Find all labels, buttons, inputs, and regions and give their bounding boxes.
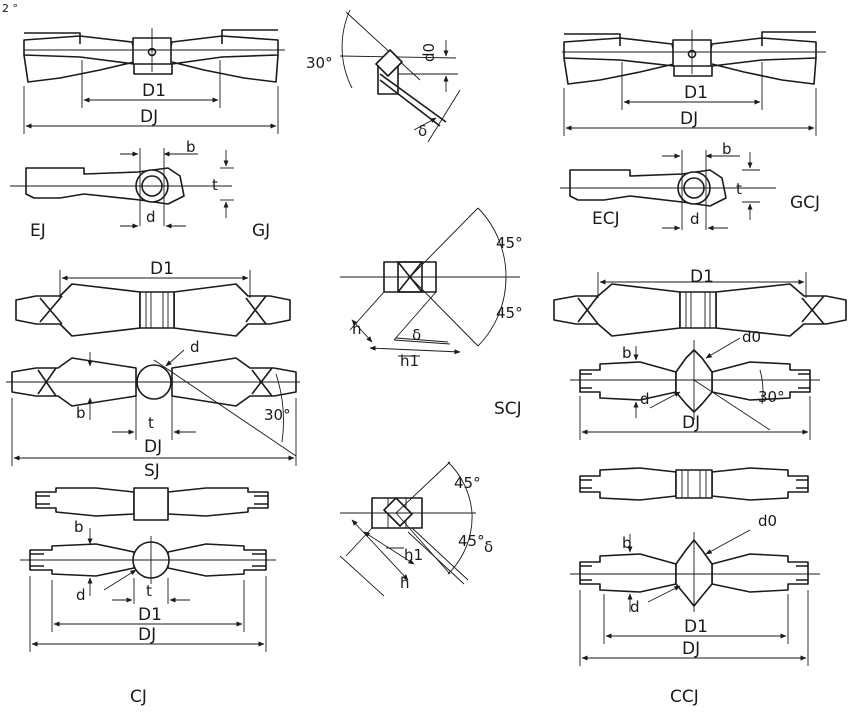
gj-label: GJ [252, 221, 270, 241]
ecj-gcj-dj-label: DJ [680, 109, 698, 129]
cs1-h-label: h [352, 320, 362, 338]
cj-d-label: d [76, 586, 86, 604]
ccj-b-label: b [622, 534, 632, 552]
ej-gj-t-label: t [212, 176, 218, 194]
sj-top-view [15, 270, 291, 337]
sj-dj-label: DJ [144, 437, 162, 457]
ej-label: EJ [30, 221, 46, 241]
ej-gj-d1-label: D1 [142, 81, 166, 101]
ecj-gcj-b-label: b [722, 140, 732, 158]
cs2-angle-top: 45° [454, 474, 481, 492]
gcj-label: GCJ [790, 193, 820, 213]
angle-detail-delta-label: δ [418, 122, 427, 140]
ecj-gcj-t-label: t [736, 180, 742, 198]
cj-t-label: t [146, 582, 152, 600]
cs1-angle-top: 45° [496, 234, 523, 252]
sj-d1-label: D1 [150, 259, 174, 279]
ej-gj-b-label: b [186, 138, 196, 156]
ej-gj-top-view [23, 28, 285, 134]
cs1-delta-label: δ [412, 326, 421, 344]
scj-angle-label: 30° [758, 388, 785, 406]
scj-top-view [553, 272, 847, 337]
page-mark: 2 ° [2, 2, 18, 15]
scj-d0-label: d0 [742, 328, 761, 346]
cross-section-2 [339, 461, 476, 597]
ccj-d0-label: d0 [758, 512, 777, 530]
sj-bottom-view [6, 349, 300, 466]
cross-section-1 [340, 207, 520, 357]
ccj-label: CCJ [670, 687, 699, 707]
cs2-h1-label: h1 [404, 546, 423, 564]
ccj-d-label: d [630, 598, 640, 616]
cj-label: CJ [130, 687, 147, 707]
sj-t-label: t [148, 414, 154, 432]
ecj-gcj-top-view [562, 30, 826, 136]
cj-top-view [35, 487, 269, 521]
sj-d-label: d [190, 338, 200, 356]
ej-gj-d-label: d [146, 208, 156, 226]
ecj-gcj-d-label: d [690, 210, 700, 228]
cj-bottom-view [20, 528, 276, 652]
sj-label: SJ [144, 461, 160, 481]
ecj-label: ECJ [592, 209, 620, 229]
scj-b-label: b [622, 344, 632, 362]
scj-bottom-view [570, 337, 820, 440]
cs1-angle-bottom: 45° [496, 304, 523, 322]
cs2-delta-label: δ [484, 538, 493, 556]
sj-angle-label: 30° [264, 406, 291, 424]
ej-gj-dj-label: DJ [140, 107, 158, 127]
ccj-bottom-view [570, 529, 820, 666]
ej-gj-bottom-view [10, 148, 234, 229]
sj-b-label: b [76, 404, 86, 422]
scj-d-label: d [640, 390, 650, 408]
scj-d1-label: D1 [690, 267, 714, 287]
ccj-top-view [579, 467, 809, 501]
ccj-d1-label: D1 [684, 617, 708, 637]
angle-detail-angle-label: 30° [306, 54, 333, 72]
cj-d1-label: D1 [138, 605, 162, 625]
ecj-gcj-bottom-view [560, 150, 776, 231]
cs1-h1-label: h1 [400, 352, 419, 370]
cs2-h-label: h [400, 574, 410, 592]
cj-dj-label: DJ [138, 625, 156, 645]
scj-dj-label: DJ [682, 413, 700, 433]
cj-b-label: b [74, 518, 84, 536]
ccj-dj-label: DJ [682, 639, 700, 659]
cs2-angle-bottom: 45° [458, 532, 485, 550]
angle-detail-d0-label: d0 [420, 43, 438, 62]
ecj-gcj-d1-label: D1 [684, 83, 708, 103]
scj-label: SCJ [494, 399, 522, 419]
angle-detail [339, 9, 461, 143]
